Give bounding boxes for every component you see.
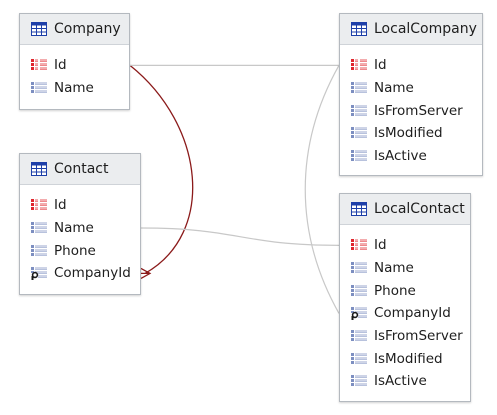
primary-key-column-icon: [31, 58, 47, 72]
field-row-ismodified[interactable]: IsModified: [340, 347, 470, 370]
field-row-id[interactable]: Id: [340, 54, 482, 77]
field-row-id[interactable]: Id: [20, 54, 129, 77]
table-icon: [31, 22, 47, 36]
field-row-id[interactable]: Id: [20, 194, 140, 217]
field-name: IsActive: [374, 148, 427, 165]
entity-title: LocalCompany: [374, 21, 477, 37]
field-name: Id: [54, 57, 67, 74]
field-row-id[interactable]: Id: [340, 234, 470, 257]
field-name: Name: [54, 80, 94, 97]
column-icon: [351, 284, 367, 298]
field-name: IsFromServer: [374, 102, 463, 119]
column-icon: [351, 374, 367, 388]
column-icon: [351, 329, 367, 343]
crows-foot-marker: [140, 267, 152, 279]
entity-title: LocalContact: [374, 201, 465, 217]
field-row-isfromserver[interactable]: IsFromServer: [340, 325, 470, 348]
field-row-isactive[interactable]: IsActive: [340, 370, 470, 393]
relationship-line[interactable]: [129, 64, 194, 274]
column-icon: [351, 352, 367, 366]
field-name: Id: [374, 57, 387, 74]
table-icon: [31, 162, 47, 176]
column-icon: [31, 81, 47, 95]
field-name: Id: [54, 197, 67, 214]
primary-key-column-icon: [351, 58, 367, 72]
column-icon: [351, 261, 367, 275]
mapping-line[interactable]: [304, 65, 340, 314]
field-name: CompanyId: [374, 305, 451, 322]
field-name: Phone: [54, 242, 96, 259]
foreign-key-column-icon: [31, 266, 47, 281]
field-row-name[interactable]: Name: [20, 217, 140, 240]
entity-title: Company: [54, 21, 121, 37]
field-row-phone[interactable]: Phone: [20, 239, 140, 262]
field-row-ismodified[interactable]: IsModified: [340, 122, 482, 145]
field-name: IsActive: [374, 373, 427, 390]
field-name: IsModified: [374, 350, 443, 367]
primary-key-column-icon: [31, 198, 47, 212]
column-icon: [31, 221, 47, 235]
field-name: IsFromServer: [374, 328, 463, 345]
field-row-companyid[interactable]: CompanyId: [20, 262, 140, 285]
column-icon: [351, 126, 367, 140]
field-name: Name: [374, 80, 414, 97]
column-icon: [351, 104, 367, 118]
field-row-isfromserver[interactable]: IsFromServer: [340, 99, 482, 122]
foreign-key-column-icon: [351, 306, 367, 321]
field-row-name[interactable]: Name: [340, 77, 482, 100]
table-icon: [351, 22, 367, 36]
primary-key-column-icon: [351, 238, 367, 252]
mapping-line[interactable]: [140, 227, 340, 246]
entity-title: Contact: [54, 161, 109, 177]
field-row-companyid[interactable]: CompanyId: [340, 302, 470, 325]
field-row-name[interactable]: Name: [20, 77, 129, 100]
entity-header[interactable]: LocalCompany: [340, 14, 482, 45]
column-icon: [31, 244, 47, 258]
entity-header[interactable]: LocalContact: [340, 194, 470, 225]
field-name: Id: [374, 237, 387, 254]
field-name: Phone: [374, 282, 416, 299]
entity-header[interactable]: Company: [20, 14, 129, 45]
field-row-name[interactable]: Name: [340, 257, 470, 280]
column-icon: [351, 81, 367, 95]
field-name: IsModified: [374, 125, 443, 142]
field-name: Name: [374, 260, 414, 277]
entity-header[interactable]: Contact: [20, 154, 140, 185]
field-name: Name: [54, 220, 94, 237]
field-row-isactive[interactable]: IsActive: [340, 145, 482, 168]
field-name: CompanyId: [54, 265, 131, 282]
column-icon: [351, 149, 367, 163]
table-icon: [351, 202, 367, 216]
field-row-phone[interactable]: Phone: [340, 279, 470, 302]
